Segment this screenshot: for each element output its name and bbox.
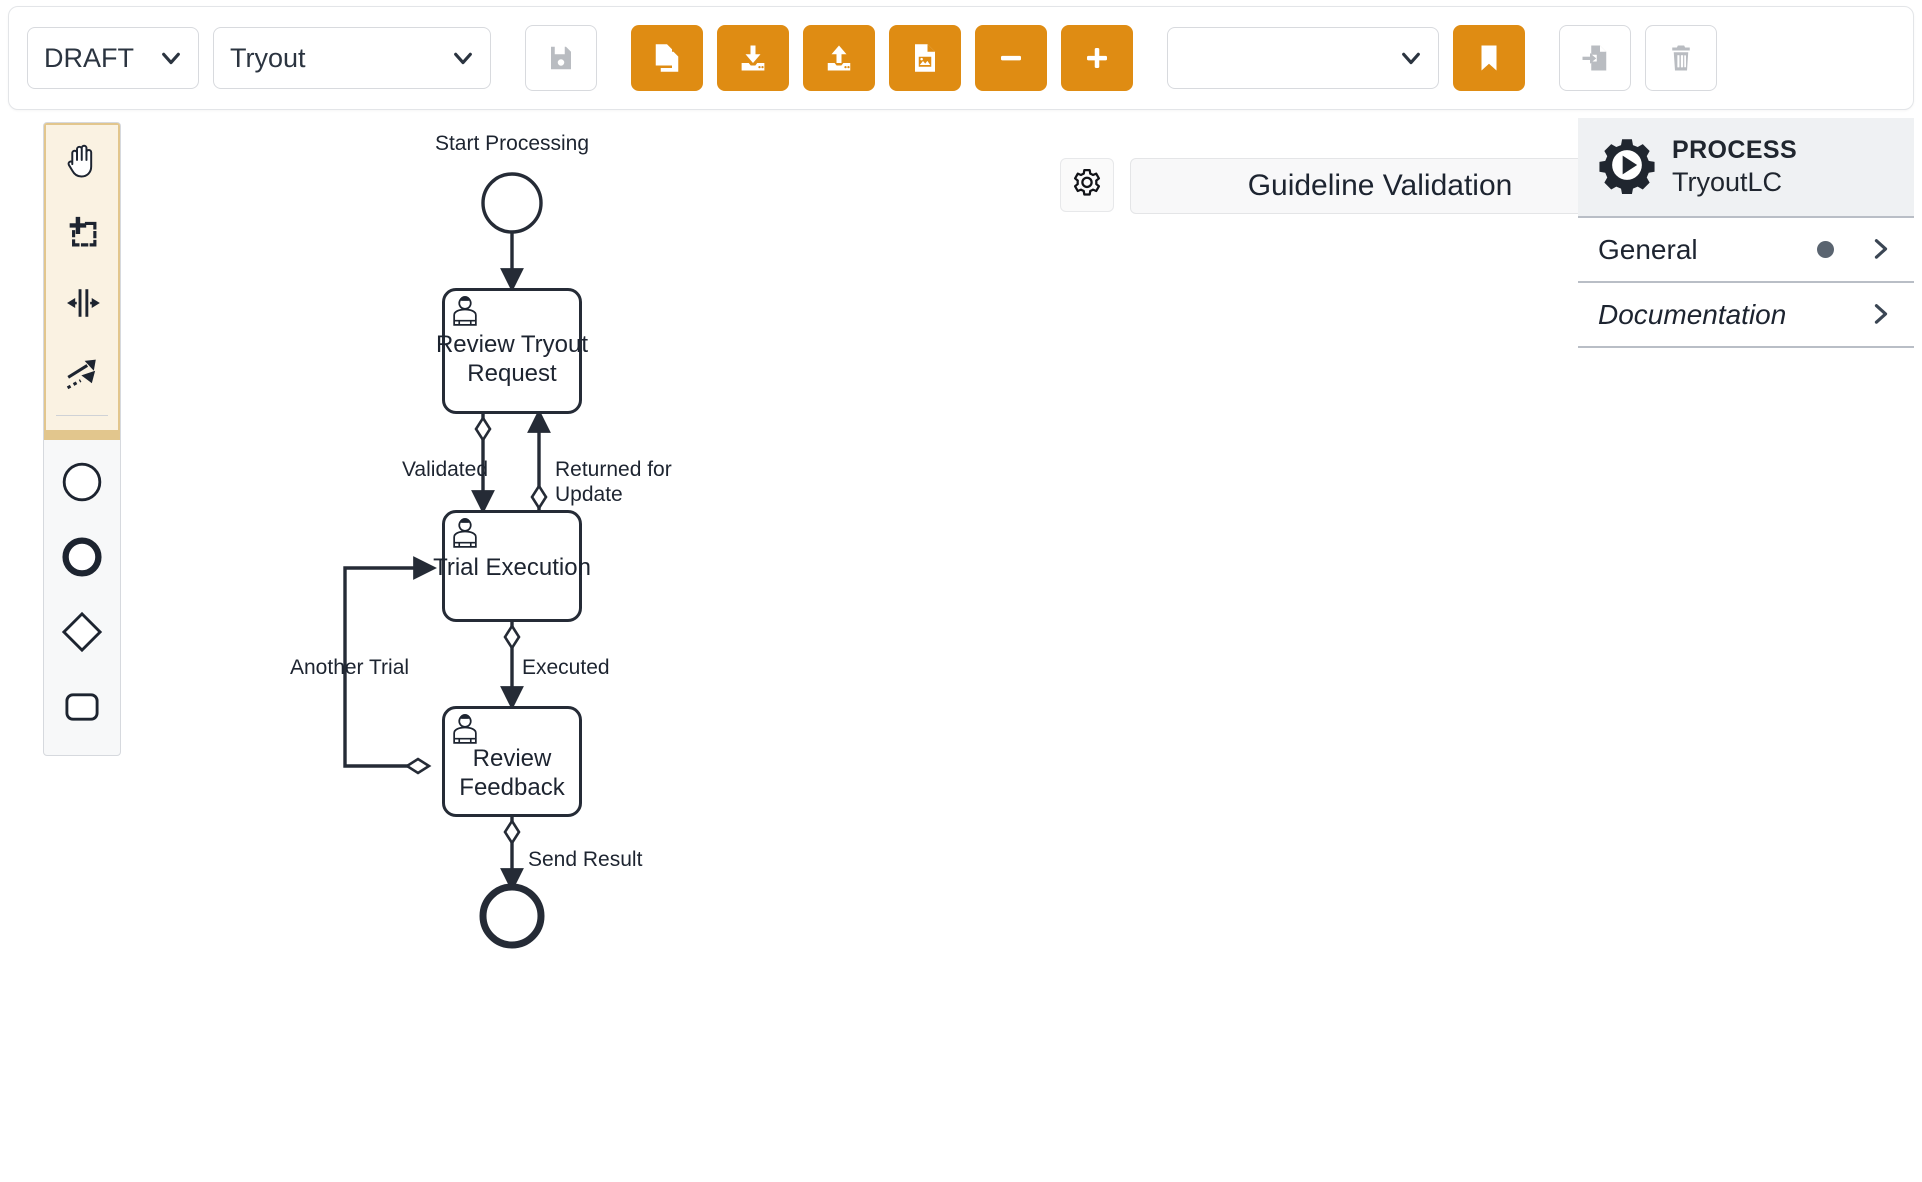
- copy-icon: [652, 43, 682, 73]
- thick-circle-icon: [59, 534, 105, 580]
- settings-gear-button[interactable]: [1060, 158, 1114, 212]
- status-select[interactable]: DRAFT: [27, 27, 199, 89]
- guideline-validation-label: Guideline Validation: [1247, 169, 1513, 202]
- trash-icon: [1666, 43, 1696, 73]
- marquee-select-tool[interactable]: [46, 196, 118, 267]
- palette-spacer: [46, 416, 118, 430]
- end-event-shape[interactable]: [44, 519, 120, 594]
- palette-tools-group: [44, 123, 120, 430]
- rounded-rect-icon: [59, 684, 105, 730]
- top-toolbar: DRAFT Tryout: [8, 6, 1914, 110]
- model-select[interactable]: Tryout: [213, 27, 491, 89]
- element-select[interactable]: [1167, 27, 1439, 89]
- gear-icon: [1069, 165, 1105, 206]
- sidebar-item-general-label: General: [1598, 233, 1698, 265]
- properties-name: TryoutLC: [1672, 166, 1783, 197]
- palette-group-separator: [44, 430, 120, 440]
- properties-header-text: PROCESS TryoutLC: [1672, 135, 1797, 198]
- thin-circle-icon: [59, 459, 105, 505]
- properties-header: PROCESS TryoutLC: [1578, 118, 1914, 218]
- spacing-tool[interactable]: [46, 267, 118, 338]
- download-icon: [738, 43, 768, 73]
- hand-icon: [61, 140, 103, 182]
- crosshair-select-icon: [61, 211, 103, 253]
- process-gear-play-icon: [1598, 136, 1656, 199]
- start-event-shape[interactable]: [44, 444, 120, 519]
- diamond-icon: [59, 609, 105, 655]
- chevron-right-icon: [1870, 302, 1892, 328]
- model-select-value: Tryout: [230, 42, 306, 73]
- properties-sidebar: PROCESS TryoutLC General Documentation: [1578, 118, 1914, 348]
- general-status-dot: [1817, 241, 1834, 258]
- gateway-shape[interactable]: [44, 594, 120, 669]
- export-image-button[interactable]: [889, 25, 961, 91]
- minus-icon: [996, 43, 1026, 73]
- file-import-icon: [1580, 43, 1610, 73]
- node-review-feedback[interactable]: [442, 706, 582, 817]
- status-select-value: DRAFT: [44, 42, 134, 73]
- sidebar-item-general[interactable]: General: [1578, 218, 1914, 283]
- zoom-out-button[interactable]: [975, 25, 1047, 91]
- horizontal-spacing-icon: [61, 282, 103, 324]
- upload-button[interactable]: [803, 25, 875, 91]
- bookmark-icon: [1474, 43, 1504, 73]
- pan-tool[interactable]: [46, 125, 118, 196]
- plus-icon: [1082, 43, 1112, 73]
- connect-tool[interactable]: [46, 338, 118, 409]
- copy-button[interactable]: [631, 25, 703, 91]
- bookmark-button[interactable]: [1453, 25, 1525, 91]
- sidebar-item-documentation[interactable]: Documentation: [1578, 283, 1914, 348]
- palette-shapes-group: [44, 440, 120, 755]
- chevron-down-icon: [1400, 47, 1422, 69]
- chevron-down-icon: [160, 47, 182, 69]
- import-button[interactable]: [1559, 25, 1631, 91]
- tool-palette: [43, 122, 121, 756]
- image-file-icon: [910, 43, 940, 73]
- upload-icon: [824, 43, 854, 73]
- node-trial-execution[interactable]: [442, 510, 582, 622]
- chevron-right-icon: [1870, 237, 1892, 263]
- guideline-validation-chip[interactable]: Guideline Validation: [1130, 158, 1630, 214]
- floppy-disk-icon: [546, 43, 576, 73]
- save-button[interactable]: [525, 25, 597, 91]
- node-review-tryout-request[interactable]: [442, 288, 582, 414]
- chevron-down-icon: [452, 47, 474, 69]
- delete-button[interactable]: [1645, 25, 1717, 91]
- palette-divider: [56, 415, 108, 416]
- zoom-in-button[interactable]: [1061, 25, 1133, 91]
- properties-kind: PROCESS: [1672, 136, 1798, 165]
- arrows-connect-icon: [61, 353, 103, 395]
- diagram-edges: [343, 172, 551, 949]
- sidebar-item-documentation-label: Documentation: [1598, 298, 1787, 330]
- download-button[interactable]: [717, 25, 789, 91]
- task-shape[interactable]: [44, 669, 120, 744]
